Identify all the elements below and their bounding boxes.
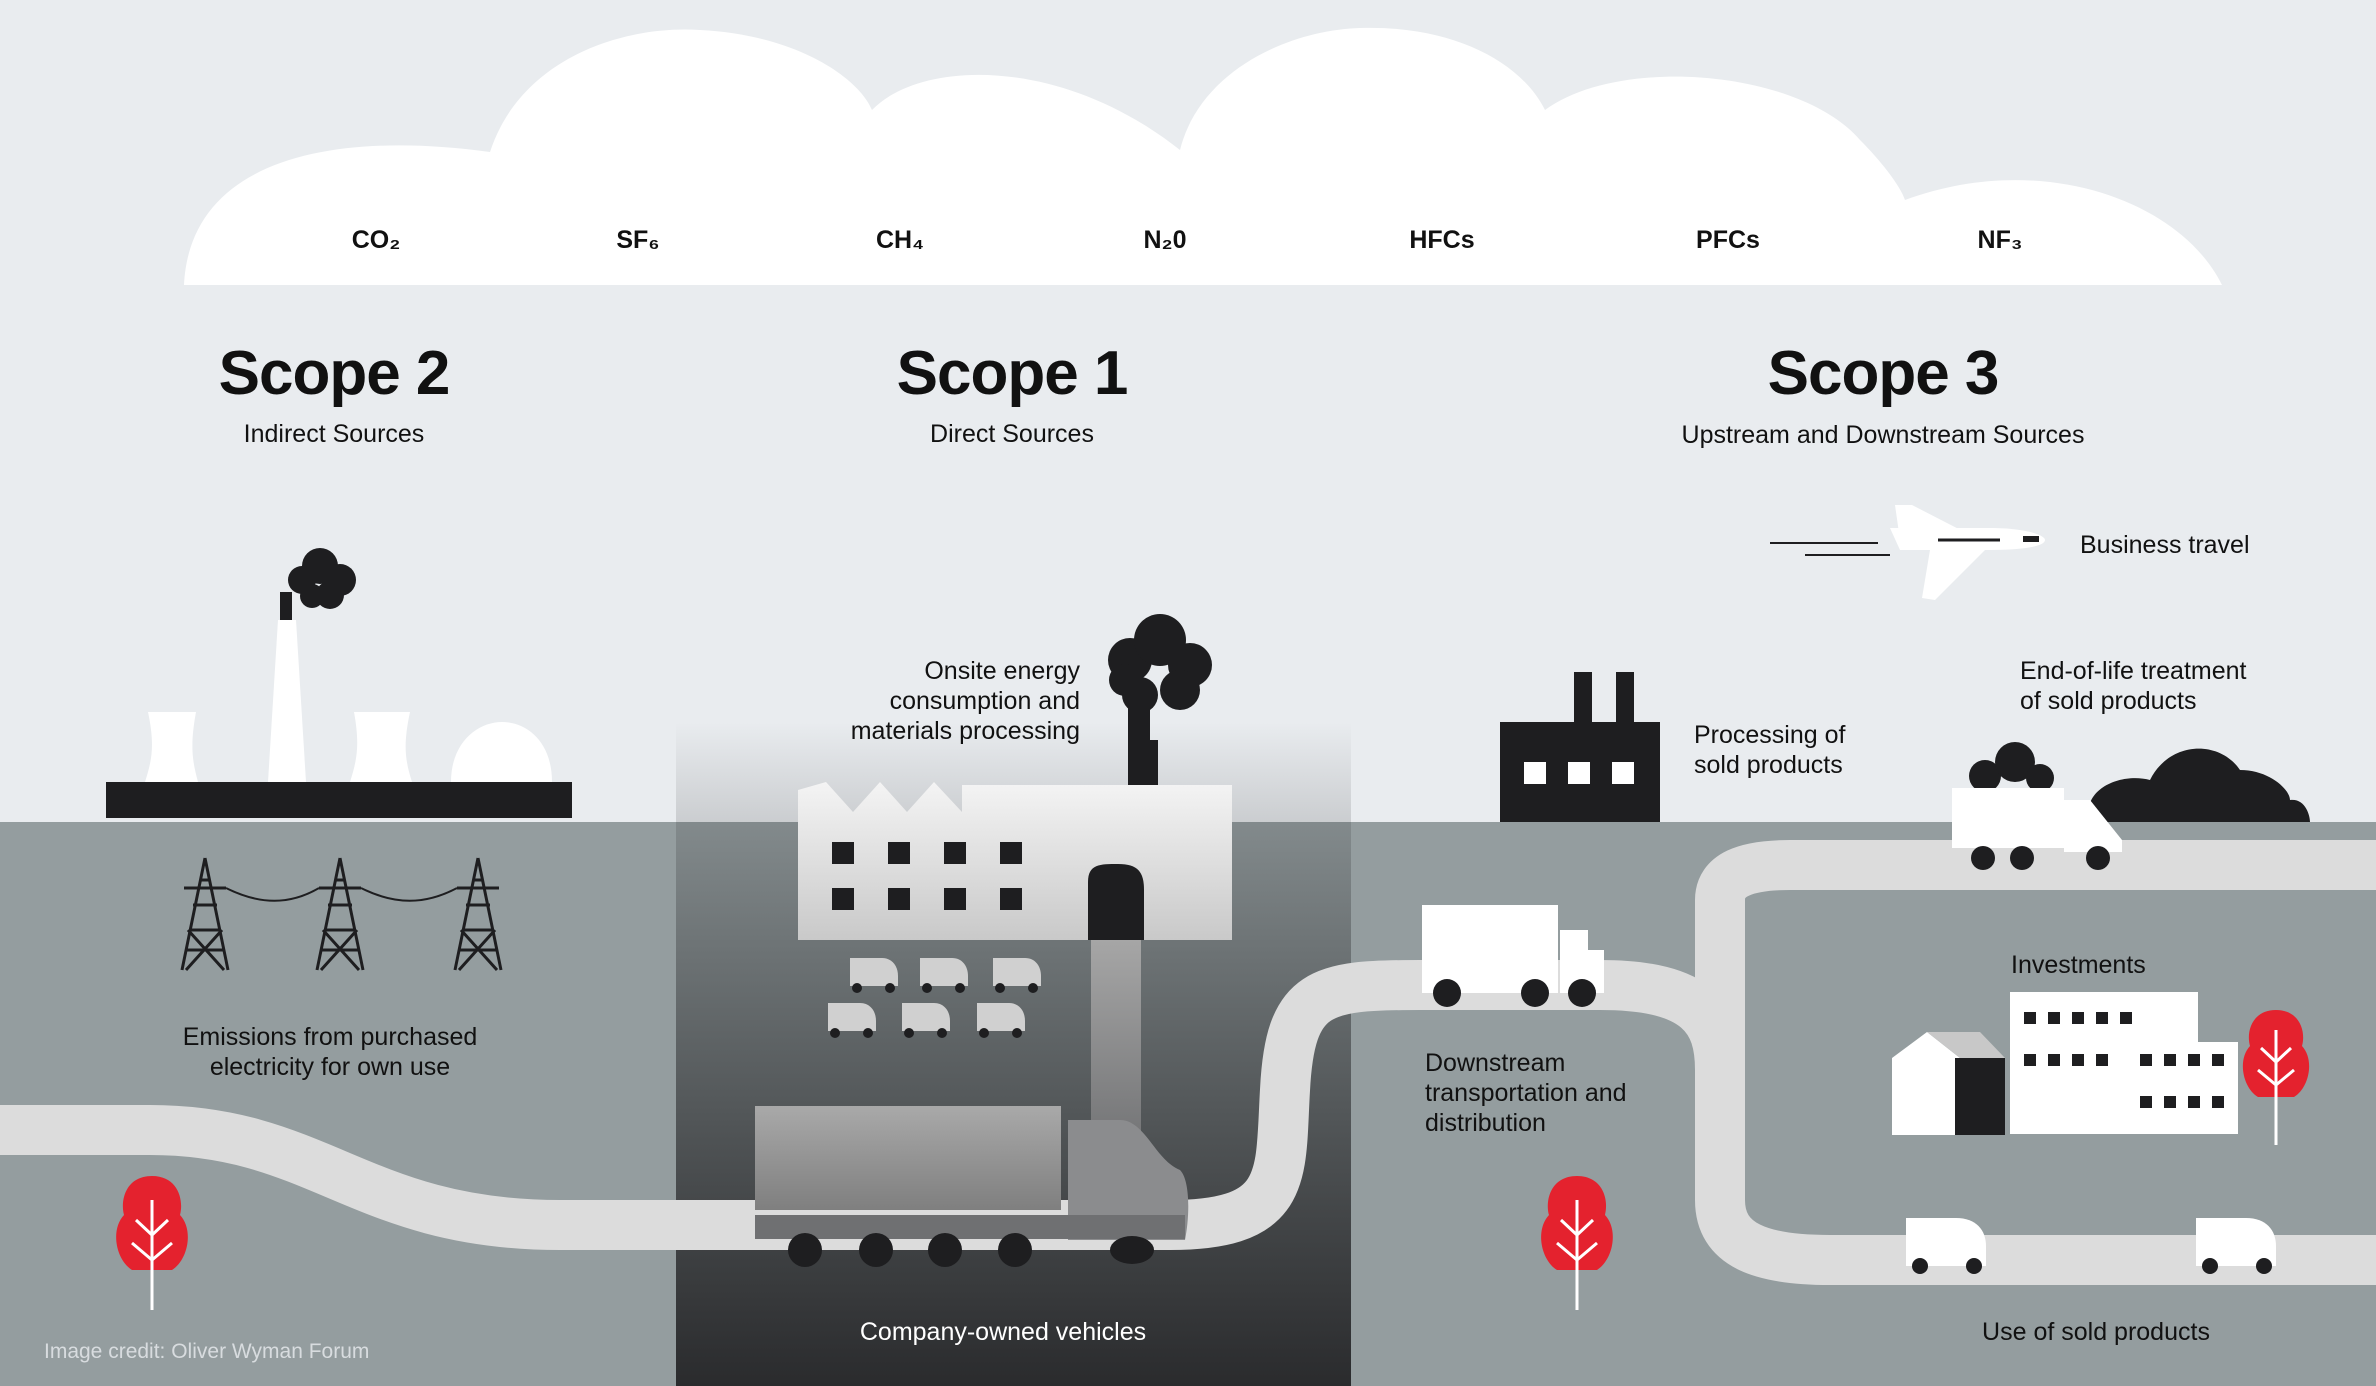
label-downstream-transport: Downstream transportation and distributi… <box>1425 1049 1627 1137</box>
gas-label-nf3: NF₃ <box>1977 226 2023 254</box>
gas-cloud <box>184 27 2222 286</box>
label-onsite-energy: Onsite energy consumption and materials … <box>850 657 1080 745</box>
scope3-subtitle: Upstream and Downstream Sources <box>1681 421 2085 449</box>
scope1-subtitle: Direct Sources <box>930 420 1094 448</box>
smoke-cloud-factory <box>1108 614 1212 740</box>
gas-label-hfcs: HFCs <box>1409 226 1475 254</box>
transmission-towers <box>180 857 503 972</box>
tree-icon-middle <box>1541 1176 1613 1310</box>
tree-icon-right <box>2242 1010 2310 1145</box>
label-end-of-life: End-of-life treatment of sold products <box>2020 657 2247 715</box>
road <box>0 840 2376 1285</box>
scope2-title: Scope 2 <box>218 339 451 408</box>
label-processing-sold: Processing of sold products <box>1694 721 1846 779</box>
scope1-title: Scope 1 <box>896 339 1129 408</box>
gas-label-n2o: N₂0 <box>1143 226 1187 254</box>
smoke-cloud-plant <box>288 548 356 609</box>
airplane <box>1770 505 2045 600</box>
scope3-title: Scope 3 <box>1767 339 2000 408</box>
label-use-sold: Use of sold products <box>1982 1318 2210 1346</box>
company-truck <box>755 1106 1189 1267</box>
downstream-truck <box>1422 905 1604 1007</box>
gas-label-sf6: SF₆ <box>616 226 660 254</box>
label-business-travel: Business travel <box>2080 531 2250 559</box>
image-credit: Image credit: Oliver Wyman Forum <box>44 1340 370 1363</box>
small-cars <box>828 958 1041 1031</box>
scope1-factory <box>798 614 1232 1170</box>
tree-icon-left <box>116 1176 188 1310</box>
investment-buildings <box>1892 992 2238 1135</box>
gas-label-co2: CO₂ <box>351 226 401 254</box>
power-plant <box>106 548 572 818</box>
label-purchased-electricity: Emissions from purchased electricity for… <box>182 1023 478 1081</box>
scope2-subtitle: Indirect Sources <box>243 420 425 448</box>
label-investments: Investments <box>2011 951 2146 979</box>
gas-label-ch4: CH₄ <box>875 226 925 254</box>
sold-product-cars <box>1906 1218 2276 1274</box>
label-company-vehicles: Company-owned vehicles <box>859 1318 1147 1346</box>
gas-label-pfcs: PFCs <box>1696 226 1760 254</box>
waste-truck <box>1952 742 2310 870</box>
processing-factory <box>1500 672 1660 822</box>
